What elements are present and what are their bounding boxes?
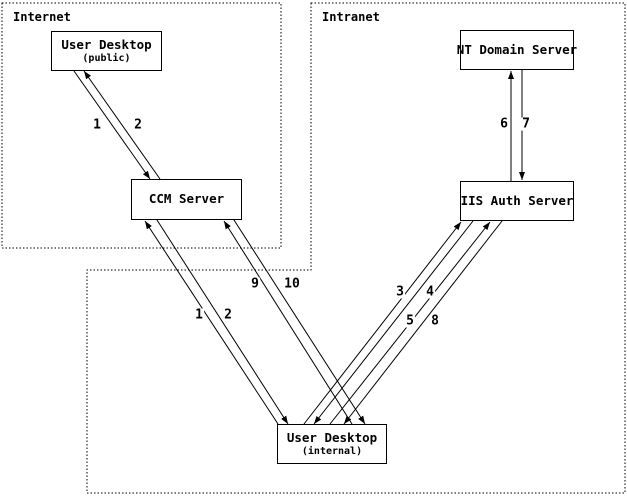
node-subtitle: (public) [82, 52, 131, 64]
edge-label-1-internal: 1 [194, 307, 204, 323]
node-title: User Desktop [286, 430, 378, 446]
arrow-9-internal-to-ccm [223, 220, 353, 425]
edge-label-3: 3 [395, 284, 405, 300]
edge-label-1-public: 1 [92, 117, 102, 133]
edge-label-8: 8 [430, 313, 440, 329]
internet-region-label: Internet [13, 10, 71, 24]
node-ccm-server: CCM Server [131, 179, 242, 220]
edge-label-7: 7 [521, 116, 531, 132]
node-title: CCM Server [148, 191, 225, 207]
intranet-region-outline [86, 2, 626, 494]
node-nt-domain-server: NT Domain Server [456, 30, 578, 70]
internet-region-outline [1, 2, 282, 249]
arrow-1-internal-to-ccm [144, 220, 279, 425]
arrow-8-iis-to-internal [343, 220, 503, 425]
arrow-10-ccm-to-internal [233, 219, 366, 425]
edge-label-9: 9 [250, 276, 260, 292]
edge-label-2-public: 2 [133, 117, 143, 133]
arrow-2-ccm-to-internal [156, 219, 289, 425]
node-iis-auth-server: IIS Auth Server [460, 181, 574, 221]
node-title: IIS Auth Server [460, 192, 574, 208]
arrow-4-iis-to-internal [313, 220, 474, 425]
edge-label-5: 5 [405, 313, 415, 329]
edge-label-2-internal: 2 [223, 307, 233, 323]
intranet-region-label: Intranet [322, 10, 380, 24]
arrow-3-internal-to-iis [303, 221, 462, 425]
node-title: User Desktop [61, 37, 152, 53]
edge-label-4: 4 [425, 284, 435, 300]
arrow-2-ccm-to-public [83, 70, 161, 180]
node-user-desktop-public: User Desktop (public) [51, 31, 162, 71]
arrow-1-public-to-ccm [73, 70, 151, 180]
node-subtitle: (internal) [301, 445, 363, 457]
edge-label-6: 6 [499, 116, 509, 132]
edge-label-10: 10 [283, 276, 301, 292]
node-title: NT Domain Server [456, 41, 578, 57]
node-user-desktop-internal: User Desktop (internal) [277, 424, 387, 464]
